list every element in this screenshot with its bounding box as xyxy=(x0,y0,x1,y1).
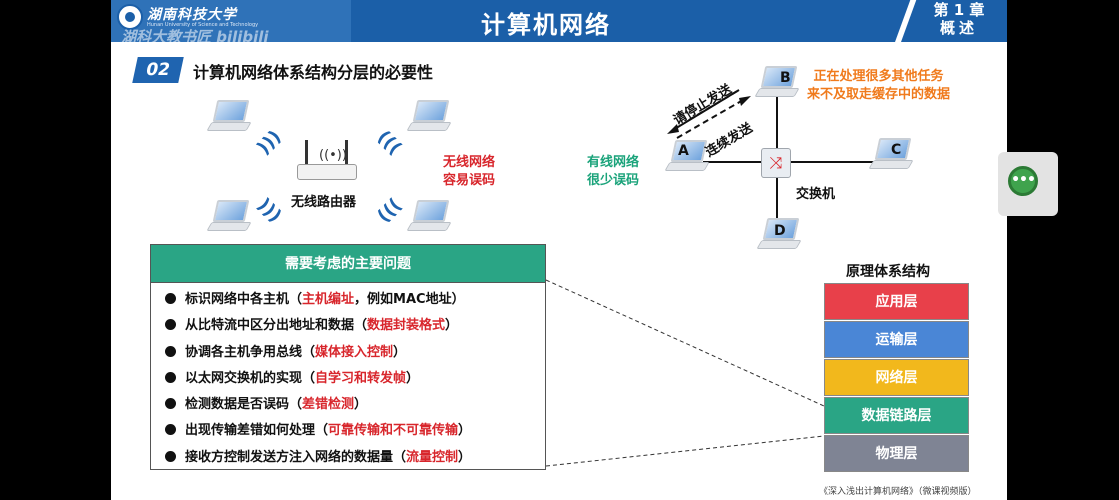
node-label-a: A xyxy=(678,143,689,159)
university-name: 湖南科技大学 xyxy=(147,7,237,23)
busy-note-line: 正在处理很多其他任务 xyxy=(813,69,944,84)
issues-list: 标识网络中各主机（主机编址，例如MAC地址）从比特流中区分出地址和数据（数据封装… xyxy=(151,283,545,471)
issue-text: ） xyxy=(458,449,472,465)
issue-item: 检测数据是否误码（差错检测） xyxy=(165,392,545,418)
issue-item: 标识网络中各主机（主机编址，例如MAC地址） xyxy=(165,287,545,313)
node-label-c: C xyxy=(891,142,902,158)
bullet-icon xyxy=(165,319,176,331)
university-logo xyxy=(117,4,143,30)
issue-item: 以太网交换机的实现（自学习和转发帧） xyxy=(165,366,545,392)
issue-text: 标识网络中各主机（ xyxy=(185,292,303,307)
wired-note-line: 很少误码 xyxy=(587,173,640,188)
issues-panel: 需要考虑的主要问题 标识网络中各主机（主机编址，例如MAC地址）从比特流中区分出… xyxy=(150,244,546,470)
issue-item: 接收方控制发送方注入网络的数据量（流量控制） xyxy=(165,445,545,471)
bullet-icon xyxy=(165,450,176,462)
issue-keyword: 流量控制 xyxy=(406,449,459,465)
busy-host-note: 正在处理很多其他任务 来不及取走缓存中的数据 xyxy=(807,68,950,104)
issue-item: 协调各主机争用总线（媒体接入控制） xyxy=(165,340,545,366)
issue-text: 出现传输差错如何处理（ xyxy=(185,423,329,439)
wireless-note-line: 容易误码 xyxy=(443,173,496,188)
architecture-title: 原理体系结构 xyxy=(846,264,930,280)
issue-text: ，例如MAC地址） xyxy=(354,292,465,307)
issue-keyword: 媒体接入控制 xyxy=(315,344,394,360)
bullet-icon xyxy=(165,424,176,436)
chapter-number: 第 1 章 xyxy=(933,1,985,19)
node-label-b: B xyxy=(780,70,791,86)
bullet-icon xyxy=(165,398,176,410)
issue-keyword: 可靠传输和不可靠传输 xyxy=(328,423,459,439)
university-english-name: Hunan University of Science and Technolo… xyxy=(147,22,259,28)
issue-text: 协调各主机争用总线（ xyxy=(185,344,316,360)
switch-label: 交换机 xyxy=(796,187,836,202)
issue-keyword: 数据封装格式 xyxy=(367,318,446,334)
layer-block: 数据链路层 xyxy=(824,397,969,434)
router-icon: ((•)) xyxy=(297,140,357,186)
chapter-name: 概述 xyxy=(939,19,978,37)
issue-text: ） xyxy=(393,344,407,360)
node-label-d: D xyxy=(774,223,786,239)
layer-block: 运输层 xyxy=(824,321,969,358)
layer-block: 应用层 xyxy=(824,283,969,320)
switch-icon: ⤨ xyxy=(761,148,791,178)
layer-block: 物理层 xyxy=(824,435,969,472)
layer-block: 网络层 xyxy=(824,359,969,396)
issue-item: 从比特流中区分出地址和数据（数据封装格式） xyxy=(165,313,545,339)
issue-keyword: 差错检测 xyxy=(302,397,355,413)
wireless-note-line: 无线网络 xyxy=(443,155,496,170)
issue-text: 以太网交换机的实现（ xyxy=(185,370,316,386)
issue-text: ） xyxy=(458,423,472,439)
slide-title: 计算机网络 xyxy=(481,11,611,39)
book-title-footer: 《深入浅出计算机网络》（微课视频版） xyxy=(819,487,977,497)
busy-note-line: 来不及取走缓存中的数据 xyxy=(807,87,951,102)
issue-text: ） xyxy=(445,318,459,334)
issue-text: 从比特流中区分出地址和数据（ xyxy=(185,318,368,334)
floating-widget-panel: ••• xyxy=(998,152,1058,216)
bullet-icon xyxy=(165,371,176,383)
chapter-label: 第 1 章 概述 xyxy=(929,1,989,37)
wired-note-line: 有线网络 xyxy=(587,155,640,170)
issues-heading: 需要考虑的主要问题 xyxy=(151,245,545,283)
issue-text: 检测数据是否误码（ xyxy=(185,397,303,413)
wireless-error-note: 无线网络 容易误码 xyxy=(443,154,495,190)
issue-text: 接收方控制发送方注入网络的数据量（ xyxy=(185,449,407,465)
header-bar: 湖南科技大学 Hunan University of Science and T… xyxy=(111,0,1007,46)
university-banner: 湖南科技大学 Hunan University of Science and T… xyxy=(111,0,351,46)
layer-stack: 应用层运输层网络层数据链路层物理层 xyxy=(824,283,969,473)
laptop-icon xyxy=(754,66,801,102)
topology-diagram xyxy=(545,89,891,467)
bullet-icon xyxy=(165,345,176,357)
issue-text: ） xyxy=(354,397,368,413)
slide: 湖南科技大学 Hunan University of Science and T… xyxy=(111,0,1007,500)
video-watermark: 湖科大教书匠 bilibili xyxy=(121,28,269,46)
section-title: 计算机网络体系结构分层的必要性 xyxy=(193,63,434,82)
issue-keyword: 主机编址 xyxy=(302,292,355,307)
issue-text: ） xyxy=(406,370,420,386)
more-options-button[interactable]: ••• xyxy=(1008,166,1038,196)
bullet-icon xyxy=(165,293,176,304)
issue-item: 出现传输差错如何处理（可靠传输和不可靠传输） xyxy=(165,418,545,444)
issue-keyword: 自学习和转发帧 xyxy=(315,370,407,386)
wired-error-note: 有线网络 很少误码 xyxy=(587,154,639,190)
router-label: 无线路由器 xyxy=(291,195,357,210)
